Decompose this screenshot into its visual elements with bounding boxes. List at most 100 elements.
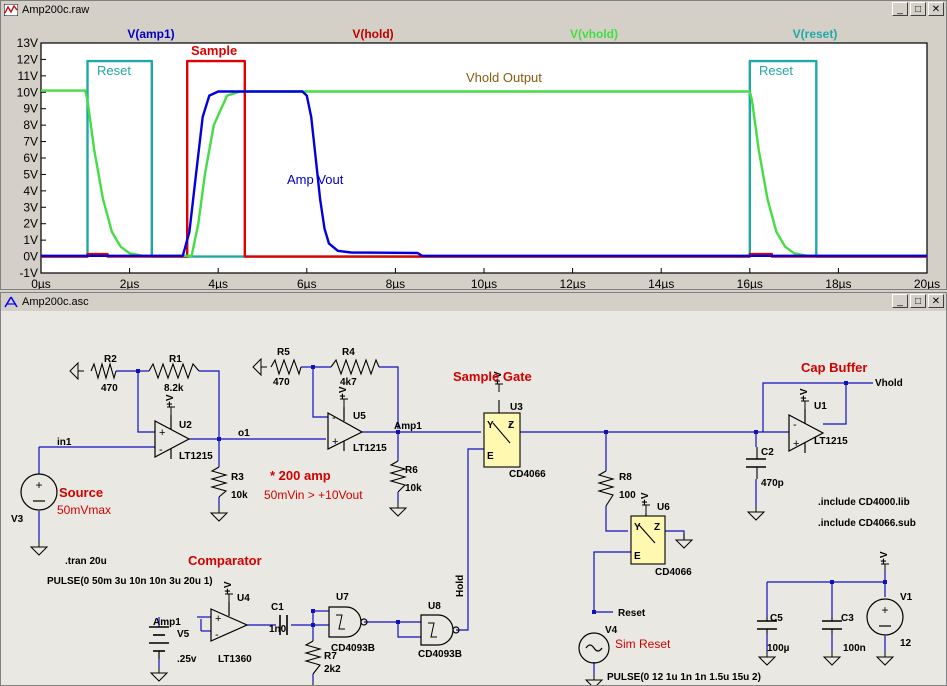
r3-ref[interactable]: R3 (231, 472, 244, 483)
r4-value[interactable]: 4k7 (340, 377, 357, 388)
r8-ref[interactable]: R8 (619, 472, 632, 483)
u8-ref[interactable]: U8 (428, 601, 441, 612)
schematic-maximize-button[interactable]: □ (910, 294, 926, 308)
r7-ref[interactable]: R7 (324, 651, 337, 662)
u6-y: Y (634, 522, 641, 533)
u1-value[interactable]: LT1215 (814, 436, 848, 447)
r2-ref[interactable]: R2 (104, 354, 117, 365)
u3-z: Z (508, 420, 514, 431)
y-tick-label: 12V (17, 52, 38, 66)
v5-value[interactable]: .25v (177, 654, 197, 665)
v1-value[interactable]: 12 (900, 638, 912, 649)
net-label-amp1-comparator[interactable]: Amp1 (153, 617, 181, 628)
c2-ref[interactable]: C2 (761, 447, 774, 458)
u6-value[interactable]: CD4066 (655, 567, 692, 578)
label-sample-gate: Sample Gate (453, 369, 532, 384)
c3-ref[interactable]: C3 (841, 613, 854, 624)
u5-ref[interactable]: U5 (353, 411, 366, 422)
v1-ref[interactable]: V1 (900, 592, 913, 603)
r4-ref[interactable]: R4 (342, 347, 355, 358)
u4-value[interactable]: LT1360 (218, 654, 252, 665)
u7-value[interactable]: CD4093B (331, 643, 375, 654)
x-tick-label: 20µs (914, 277, 940, 289)
schematic-titlebar[interactable]: Amp200c.asc _ □ ✕ (1, 293, 946, 311)
v1-plus-sign: + (881, 603, 888, 617)
trace-label-reset[interactable]: V(reset) (793, 27, 838, 41)
label-cap-buffer: Cap Buffer (801, 360, 867, 375)
u3-ref[interactable]: U3 (510, 402, 523, 413)
u8-value[interactable]: CD4093B (418, 649, 462, 660)
include-cd4000[interactable]: .include CD4000.lib (818, 497, 910, 508)
u5-minus: - (332, 412, 336, 424)
u4-ref[interactable]: U4 (237, 593, 250, 604)
schematic-window-title: Amp200c.asc (22, 296, 89, 308)
y-tick-label: 6V (23, 151, 38, 165)
net-label-hold[interactable]: Hold (455, 575, 466, 597)
c5-value[interactable]: 100µ (767, 643, 790, 654)
u5-value[interactable]: LT1215 (353, 443, 387, 454)
schematic-window[interactable]: Amp200c.asc _ □ ✕ (0, 292, 947, 686)
close-button[interactable]: ✕ (928, 2, 944, 16)
trace-label-vhold[interactable]: V(vhold) (570, 27, 618, 41)
trace-label-amp1[interactable]: V(amp1) (127, 27, 174, 41)
pulse-v3[interactable]: PULSE(0 50m 3u 10n 10n 3u 20u 1) (47, 576, 213, 587)
r2-value[interactable]: 470 (101, 383, 118, 394)
r7-value[interactable]: 2k2 (324, 664, 341, 675)
include-cd4066[interactable]: .include CD4066.sub (818, 518, 916, 529)
r5-value[interactable]: 470 (273, 377, 290, 388)
trace-label-hold[interactable]: V(hold) (352, 27, 393, 41)
u6-ref[interactable]: U6 (657, 502, 670, 513)
r5-ref[interactable]: R5 (277, 347, 290, 358)
trace-v-amp1[interactable] (41, 90, 927, 258)
u3-y: Y (487, 420, 494, 431)
net-label-o1[interactable]: o1 (238, 428, 250, 439)
r3-value[interactable]: 10k (231, 490, 248, 501)
c2-value[interactable]: 470p (761, 478, 784, 489)
v5-ref[interactable]: V5 (177, 629, 190, 640)
r6-ref[interactable]: R6 (405, 465, 418, 476)
trace-v-vhold[interactable] (41, 89, 927, 258)
y-tick-label: 13V (17, 36, 38, 50)
schematic-close-button[interactable]: ✕ (928, 294, 944, 308)
u3-supply-label: +V (493, 371, 504, 384)
x-tick-label: 18µs (825, 277, 851, 289)
schematic-canvas[interactable]: + + + - - + (1, 311, 946, 685)
u1-ref[interactable]: U1 (814, 401, 827, 412)
v4-ref[interactable]: V4 (605, 625, 618, 636)
annotation-sample: Sample (191, 43, 237, 58)
c3-value[interactable]: 100n (843, 643, 866, 654)
u6-supply-label: +V (640, 492, 651, 505)
y-tick-label: 1V (23, 233, 38, 247)
annotation-reset-2: Reset (759, 63, 793, 78)
waveform-titlebar[interactable]: Amp200c.raw _ □ ✕ (1, 1, 946, 19)
trace-v-hold[interactable] (41, 59, 927, 258)
x-tick-label: 10µs (471, 277, 497, 289)
r8-value[interactable]: 100 (619, 490, 636, 501)
maximize-button[interactable]: □ (910, 2, 926, 16)
tran-directive[interactable]: .tran 20u (65, 556, 107, 567)
u2-value[interactable]: LT1215 (179, 451, 213, 462)
net-label-amp1[interactable]: Amp1 (394, 421, 422, 432)
u2-ref[interactable]: U2 (179, 420, 192, 431)
schematic-minimize-button[interactable]: _ (892, 294, 908, 308)
r1-value[interactable]: 8.2k (164, 383, 184, 394)
net-label-in1[interactable]: in1 (57, 437, 72, 448)
annotation-reset-1: Reset (97, 63, 131, 78)
v3-ref[interactable]: V3 (11, 514, 24, 525)
r6-value[interactable]: 10k (405, 483, 422, 494)
y-tick-label: 10V (17, 85, 38, 99)
label-sim-reset: Sim Reset (615, 637, 671, 651)
label-comparator: Comparator (188, 553, 262, 568)
c1-value[interactable]: 1n0 (269, 624, 287, 635)
u3-value[interactable]: CD4066 (509, 469, 546, 480)
minimize-button[interactable]: _ (892, 2, 908, 16)
net-label-vhold[interactable]: Vhold (875, 378, 903, 389)
c5-ref[interactable]: C5 (770, 613, 783, 624)
r1-ref[interactable]: R1 (169, 354, 182, 365)
net-label-reset[interactable]: Reset (618, 608, 646, 619)
c1-ref[interactable]: C1 (271, 602, 284, 613)
pulse-v4[interactable]: PULSE(0 12 1u 1n 1n 1.5u 15u 2) (607, 672, 761, 683)
u7-ref[interactable]: U7 (336, 592, 349, 603)
